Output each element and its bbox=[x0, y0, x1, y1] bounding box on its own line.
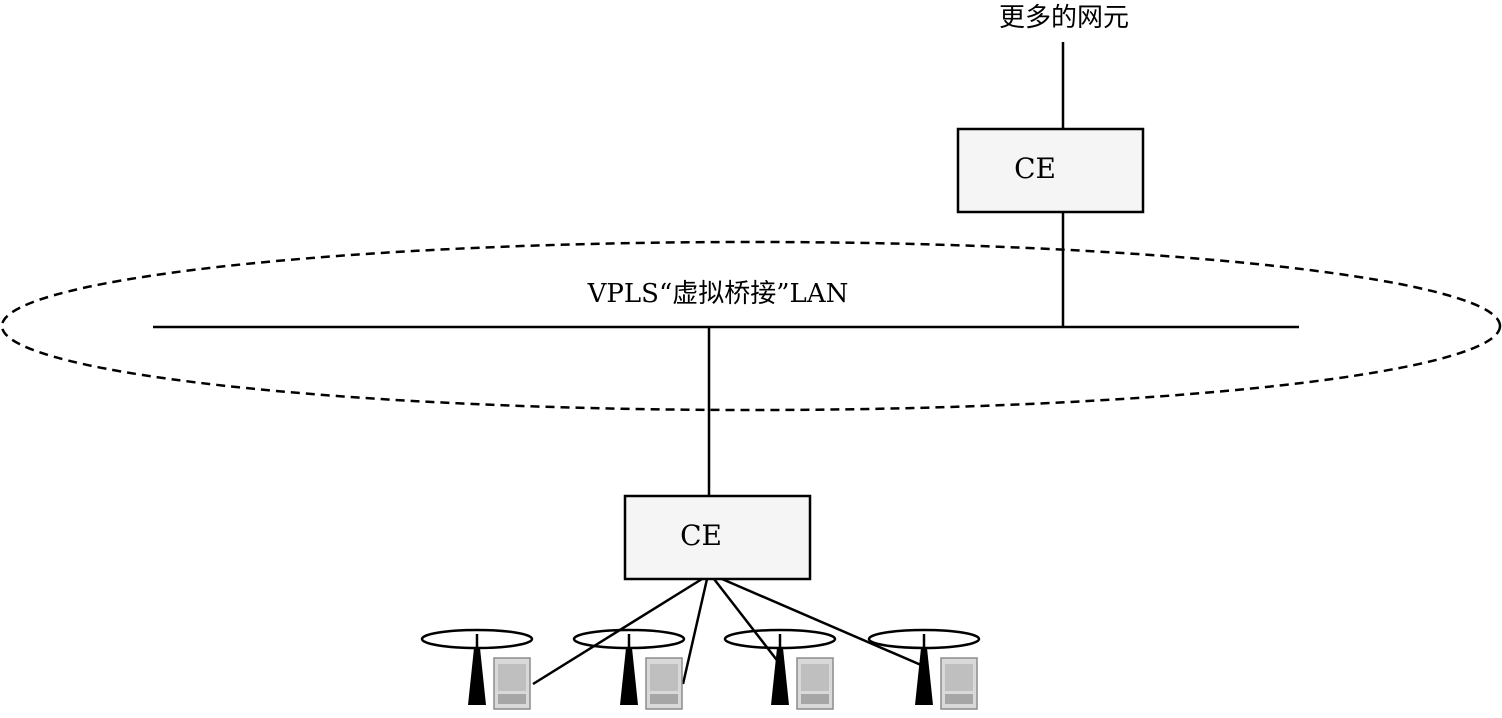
vpls-lan-boundary bbox=[0, 240, 1502, 412]
cabinet-icon bbox=[645, 657, 683, 710]
ce-top-label: CE bbox=[1014, 152, 1056, 185]
antenna-tower-icon bbox=[915, 634, 933, 705]
base-station-3 bbox=[723, 628, 837, 710]
ce-top-box bbox=[956, 127, 1145, 214]
link-to-base-station-1 bbox=[532, 577, 703, 686]
more-network-elements-label: 更多的网元 bbox=[999, 3, 1129, 33]
antenna-tower-icon bbox=[771, 634, 789, 705]
antenna-tower-icon bbox=[468, 634, 486, 705]
vpls-lan-label: VPLS“虚拟桥接”LAN bbox=[587, 279, 849, 309]
cabinet-icon bbox=[796, 657, 834, 710]
base-station-1 bbox=[420, 628, 534, 710]
cabinet-icon bbox=[940, 657, 978, 710]
link-to-base-station-3 bbox=[713, 578, 784, 669]
ce-top-node: CE bbox=[956, 127, 1145, 214]
antenna-tower-icon bbox=[620, 634, 638, 705]
ce-bottom-label: CE bbox=[680, 519, 722, 552]
ce-bottom-box bbox=[623, 494, 812, 581]
link-to-base-station-2 bbox=[681, 578, 709, 685]
base-station-4 bbox=[867, 628, 981, 710]
base-station-2 bbox=[572, 628, 686, 710]
ce-bottom-node: CE bbox=[623, 494, 812, 581]
cabinet-icon bbox=[493, 657, 531, 710]
link-to-base-station-4 bbox=[721, 577, 929, 670]
